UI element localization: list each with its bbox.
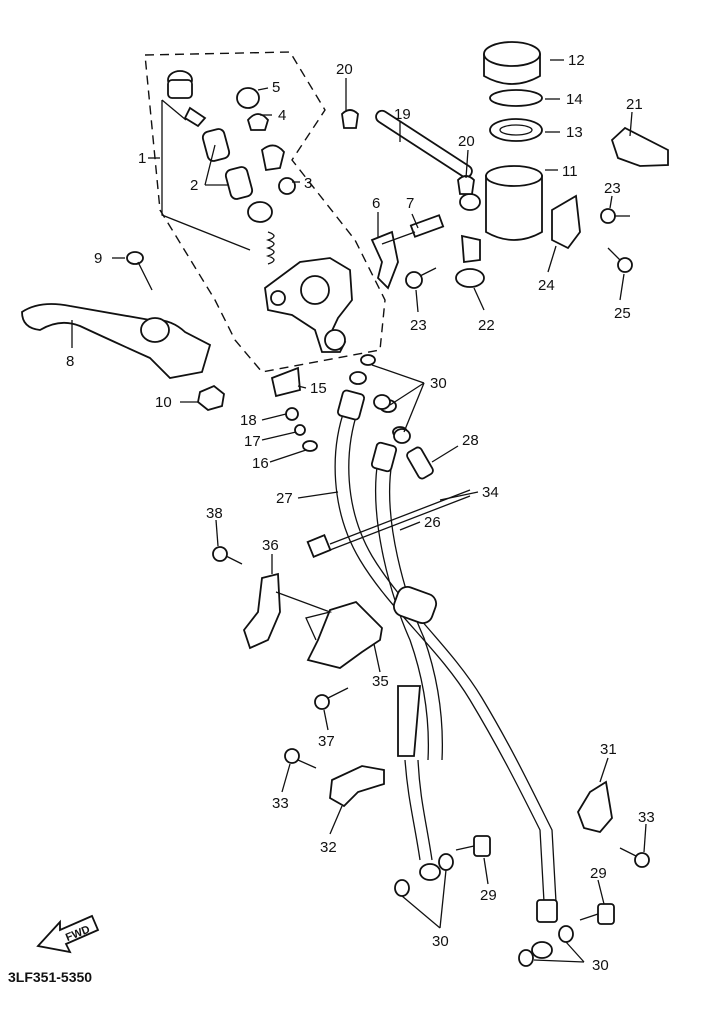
callout-20a: 20 (336, 61, 353, 78)
callout-3: 3 (304, 175, 312, 192)
callout-30a: 30 (430, 375, 447, 392)
piston-kit (167, 70, 275, 265)
callout-25: 25 (614, 305, 631, 322)
circlip-17 (294, 424, 306, 436)
hose-holder-32 (329, 765, 385, 808)
callout-16: 16 (252, 455, 269, 472)
callout-5: 5 (272, 79, 280, 96)
callout-35: 35 (372, 673, 389, 690)
bracket-21 (610, 126, 669, 167)
clip-20a (341, 109, 359, 129)
brake-lever-8 (21, 303, 212, 379)
hose-holder-35 (306, 600, 383, 669)
callout-33b: 33 (638, 809, 655, 826)
brake-hose-27 (334, 354, 558, 959)
callout-24: 24 (538, 277, 555, 294)
callout-15: 15 (310, 380, 327, 397)
callout-29b: 29 (590, 865, 607, 882)
piston-cup (261, 144, 285, 172)
callout-14: 14 (566, 91, 583, 108)
bolt-23a (600, 208, 630, 224)
callout-22: 22 (478, 317, 495, 334)
callout-37: 37 (318, 733, 335, 750)
callout-31: 31 (600, 741, 617, 758)
lever-pivot (140, 317, 170, 343)
holder-6 (370, 230, 399, 290)
callout-17: 17 (244, 433, 261, 450)
callout-32: 32 (320, 839, 337, 856)
washer-18 (285, 407, 299, 421)
nut-10 (197, 384, 225, 411)
boot-5 (236, 87, 260, 109)
hose-joint (392, 585, 438, 625)
bracket-24 (551, 194, 581, 250)
callout-38: 38 (206, 505, 223, 522)
callout-10: 10 (155, 394, 172, 411)
bolt-25 (607, 247, 633, 273)
clip-20b (457, 175, 475, 195)
union-bolt-28 (406, 446, 434, 480)
callout-18: 18 (240, 412, 257, 429)
callout-6: 6 (372, 195, 380, 212)
leader-lines (71, 59, 647, 963)
union-bolt-29b (579, 903, 615, 925)
callout-2: 2 (190, 177, 198, 194)
hose-holder-31 (577, 780, 613, 834)
bolt-34 (306, 489, 471, 558)
callout-9: 9 (94, 250, 102, 267)
pivot-bolt-9 (126, 251, 153, 291)
union-bolt-29a (455, 835, 491, 857)
callout-numbers: 1 2 3 4 5 6 7 8 9 10 11 12 13 14 15 16 1… (66, 52, 655, 974)
callout-21: 21 (626, 96, 643, 113)
callout-27: 27 (276, 490, 293, 507)
clip-22 (455, 268, 485, 288)
assembly-outline (144, 51, 386, 373)
hose-holder-36 (242, 572, 281, 650)
washers-30 (373, 394, 574, 967)
diagram-code: 3LF351-5350 (8, 969, 92, 985)
bolt-33b (619, 847, 650, 868)
callout-4: 4 (278, 107, 286, 124)
callout-26: 26 (424, 514, 441, 531)
callout-19: 19 (394, 106, 411, 123)
switch-15 (270, 366, 301, 398)
callout-11: 11 (562, 163, 578, 180)
callout-28: 28 (462, 432, 479, 449)
bolt-23b (405, 267, 437, 289)
callout-13: 13 (566, 124, 583, 141)
callout-23a: 23 (604, 180, 621, 197)
callout-33a: 33 (272, 795, 289, 812)
bolt-7 (381, 214, 445, 245)
reservoir-assembly (375, 41, 543, 241)
callout-36: 36 (262, 537, 279, 554)
master-cylinder-body (264, 257, 353, 353)
callout-12: 12 (568, 52, 585, 69)
bolt-37 (314, 687, 349, 710)
circlip-4 (246, 113, 270, 131)
callout-30b: 30 (432, 933, 449, 950)
bolt-33a (284, 748, 317, 769)
callout-30c: 30 (592, 957, 609, 974)
callout-20b: 20 (458, 133, 475, 150)
callout-29a: 29 (480, 887, 497, 904)
callout-34: 34 (482, 484, 499, 501)
o-ring-3 (278, 177, 296, 195)
screw-16 (302, 440, 318, 452)
diaphragm-plate (461, 234, 481, 264)
callout-1: 1 (138, 150, 146, 167)
fwd-arrow-icon: FWD (36, 914, 100, 954)
callout-8: 8 (66, 353, 74, 370)
callout-23b: 23 (410, 317, 427, 334)
callout-7: 7 (406, 195, 414, 212)
bolt-38 (212, 546, 243, 565)
